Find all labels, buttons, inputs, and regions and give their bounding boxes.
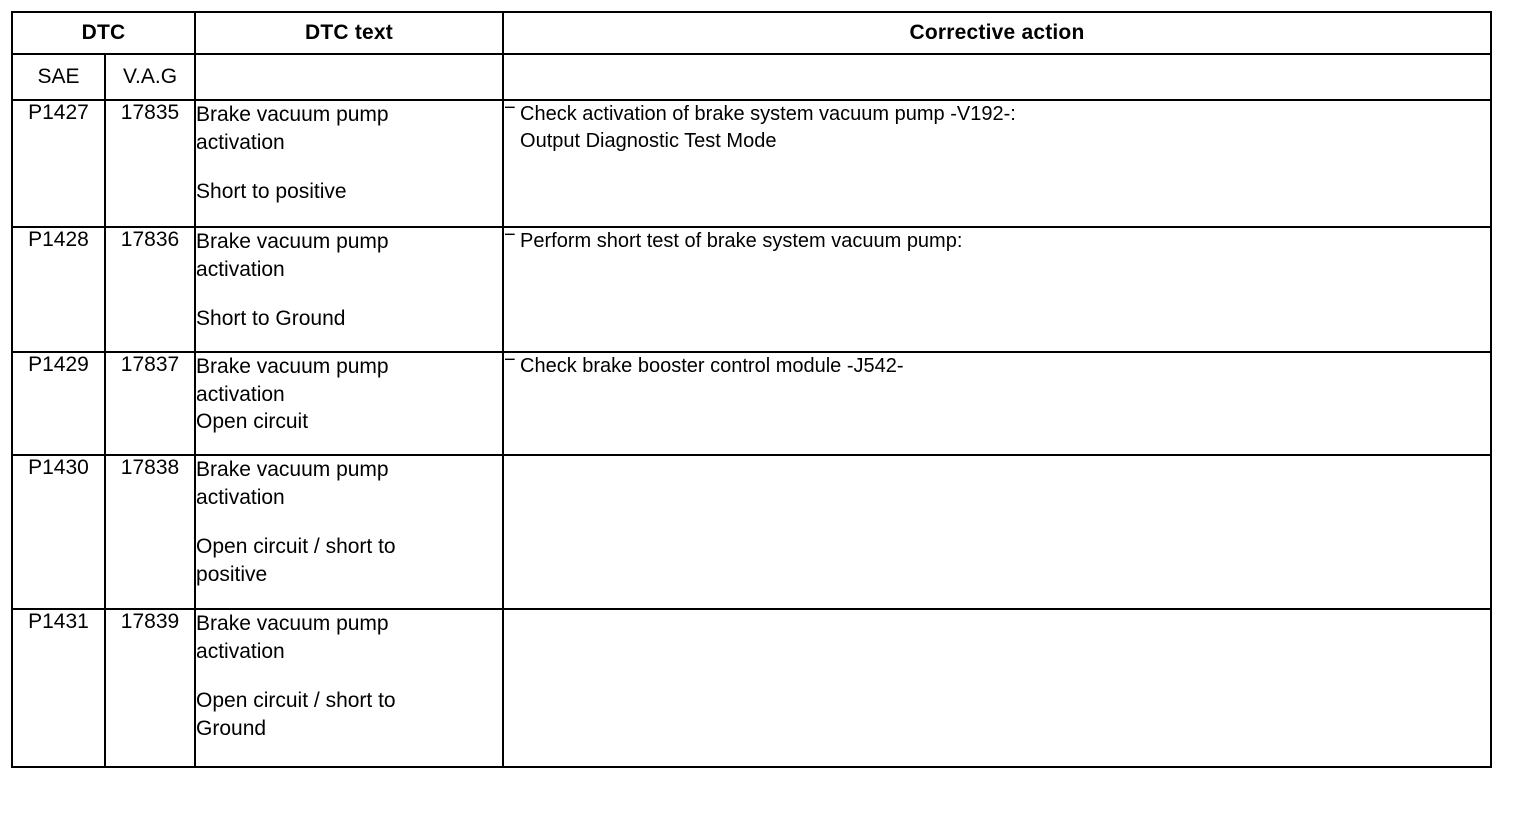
- column-header-corrective-action: Corrective action: [502, 11, 1493, 55]
- cell-corrective-action: − Check activation of brake system vacuu…: [502, 97, 1493, 228]
- cell-corrective-action: [502, 454, 1493, 610]
- corrective-action-empty: [504, 610, 1490, 620]
- dtc-text-line: activation: [196, 639, 285, 663]
- dtc-text-line: Brake vacuum pump: [196, 458, 389, 481]
- dtc-text-line: Brake vacuum pump: [196, 230, 389, 253]
- table-row: P1431 17839 Brake vacuum pump activation…: [11, 608, 1493, 768]
- dtc-text-line: Open circuit: [196, 410, 309, 434]
- dtc-text-spacer: [196, 156, 502, 178]
- cell-vag: 17836: [103, 226, 197, 353]
- dtc-text-line: activation: [196, 257, 285, 281]
- column-header-dtc-text: DTC text: [194, 11, 505, 55]
- table-header: DTC DTC text Corrective action SAE V.A.G: [10, 11, 1493, 101]
- cell-dtc-text: Brake vacuum pump activation Open circui…: [194, 454, 505, 610]
- corrective-action-line: Check activation of brake system vacuum …: [520, 103, 1016, 125]
- cell-dtc-text: Brake vacuum pump activation Open circui…: [194, 351, 505, 456]
- dtc-text-spacer: [196, 665, 502, 687]
- cell-vag: 17838: [103, 454, 197, 610]
- column-header-corrective-action-sub: [502, 53, 1493, 101]
- column-header-dtc-text-sub: [194, 53, 505, 101]
- dtc-text-spacer: [196, 283, 502, 305]
- dtc-text-line: Ground: [196, 717, 267, 741]
- dtc-text-line: Open circuit / short to: [196, 535, 396, 559]
- column-header-dtc: DTC: [10, 11, 197, 55]
- table-row: P1427 17835 Brake vacuum pump activation…: [11, 97, 1493, 228]
- table-header-row-main: DTC DTC text Corrective action: [10, 11, 1493, 55]
- dtc-text-line: activation: [196, 382, 285, 406]
- dtc-text-line: activation: [196, 130, 285, 154]
- table-header-row-sub: SAE V.A.G: [11, 53, 1493, 101]
- corrective-action-item: − Check activation of brake system vacuu…: [504, 97, 1490, 154]
- dtc-text-line: Short to positive: [196, 180, 347, 204]
- column-header-sae: SAE: [11, 53, 106, 101]
- dtc-text-spacer: [196, 511, 502, 533]
- corrective-action-line: Perform short test of brake system vacuu…: [520, 230, 963, 252]
- corrective-action-line: Check brake booster control module -J542…: [520, 355, 904, 377]
- dash-bullet-icon: −: [504, 349, 516, 371]
- corrective-action-item: − Perform short test of brake system vac…: [504, 224, 1490, 255]
- dtc-text-line: Open circuit / short to: [196, 689, 396, 713]
- dtc-text-line: Short to Ground: [196, 307, 346, 331]
- dtc-text-line: Brake vacuum pump: [196, 612, 389, 635]
- cell-dtc-text: Brake vacuum pump activation Short to Gr…: [194, 226, 505, 353]
- dtc-text-line: activation: [196, 485, 285, 509]
- dash-bullet-icon: −: [504, 224, 516, 246]
- dtc-text-line: Brake vacuum pump: [196, 103, 389, 126]
- cell-sae: P1428: [11, 226, 106, 353]
- dash-bullet-icon: −: [504, 97, 516, 119]
- table-row: P1428 17836 Brake vacuum pump activation…: [11, 224, 1493, 353]
- cell-corrective-action: [502, 608, 1493, 768]
- cell-vag: 17839: [103, 608, 197, 768]
- corrective-action-item: − Check brake booster control module -J5…: [504, 349, 1490, 380]
- dtc-text-line: Brake vacuum pump: [196, 355, 389, 378]
- table-row: P1430 17838 Brake vacuum pump activation…: [11, 454, 1493, 610]
- corrective-action-line: Output Diagnostic Test Mode: [520, 129, 777, 152]
- cell-sae: P1431: [11, 608, 106, 768]
- table-body: P1427 17835 Brake vacuum pump activation…: [11, 97, 1493, 768]
- cell-sae: P1429: [11, 351, 106, 456]
- cell-sae: P1430: [11, 454, 106, 610]
- dtc-text-line: positive: [196, 563, 268, 587]
- column-header-vag: V.A.G: [103, 53, 197, 101]
- cell-corrective-action: − Check brake booster control module -J5…: [502, 349, 1493, 456]
- cell-vag: 17837: [103, 351, 197, 456]
- cell-dtc-text: Brake vacuum pump activation Open circui…: [194, 608, 505, 768]
- cell-vag: 17835: [103, 99, 197, 228]
- table-row: P1429 17837 Brake vacuum pump activation…: [11, 349, 1493, 456]
- cell-dtc-text: Brake vacuum pump activation Short to po…: [194, 99, 505, 228]
- cell-sae: P1427: [11, 99, 106, 228]
- corrective-action-empty: [504, 456, 1490, 466]
- cell-corrective-action: − Perform short test of brake system vac…: [502, 224, 1493, 353]
- dtc-table: DTC DTC text Corrective action SAE V.A.G…: [10, 11, 1493, 768]
